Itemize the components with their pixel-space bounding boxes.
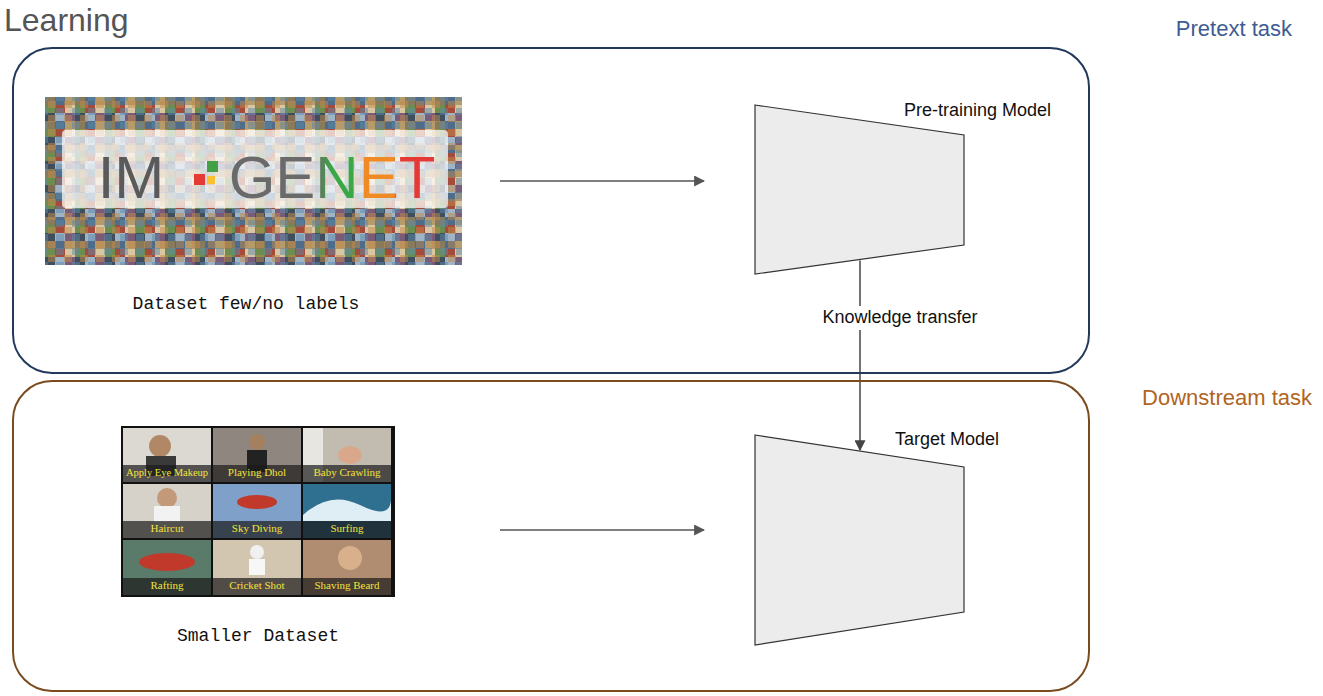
edge-label-slot: Knowledge transfer [818,306,981,330]
task-heading-slot: Downstream task [1142,385,1312,411]
slide-title-slot: Learning [4,1,129,39]
logo-text-slot: IM [98,142,165,214]
trapezoid-shape [755,435,964,645]
video-thumbnail [213,540,301,595]
task-region: Downstream taskTarget Model [12,380,1090,692]
model-name-slot: Pre-training Model [904,100,1051,122]
task-heading: Pretext task [1176,16,1292,42]
video-thumbnail [123,428,211,482]
flow-arrow [500,180,704,182]
class-label-slot: Cricket Shot [229,579,284,592]
dataset-caption-slot: Smaller Dataset [177,626,339,648]
logo-text: GENET [229,142,436,214]
trapezoid-outline [755,435,964,645]
model-name: Pre-training Model [904,100,1051,122]
slide-title: Learning [4,1,129,39]
mosaic-tiles [45,97,462,265]
video-thumbnail [123,484,211,538]
class-label: Cricket Shot [229,579,284,592]
mosaic-tiles [45,97,462,265]
edge-label: Knowledge transfer [818,306,981,330]
class-label: Apply Eye Makeup [126,467,208,480]
transfer-arrow [859,260,861,450]
logo-text: IM [98,142,165,214]
video-thumbnail [303,428,391,482]
video-thumbnail [213,428,301,482]
model-trapezoid: Target Model [755,435,964,645]
trapezoid-shape [755,105,964,274]
class-label: Haircut [151,522,184,535]
model-name-slot: Target Model [895,429,999,451]
logo-square [207,176,215,184]
video-thumbnail [123,540,211,595]
video-collage [121,426,395,597]
task-heading-slot: Pretext task [1176,16,1292,42]
collage-frame [121,426,395,597]
class-label: Surfing [331,522,364,535]
class-label-slot: Baby Crawling [314,466,381,479]
model-name: Target Model [895,429,999,451]
class-label: Baby Crawling [314,466,381,479]
imagenet-mosaic [45,97,462,265]
dataset-caption-slot: Dataset few/no labels [133,294,360,316]
class-label: Rafting [151,579,184,592]
class-label-slot: Haircut [151,522,184,535]
class-label-slot: Playing Dhol [228,466,286,479]
video-thumbnail [303,484,391,538]
model-trapezoid: Pre-training Model [755,105,964,274]
logo-square [194,174,205,185]
class-label-slot: Sky Diving [232,522,282,535]
class-label-slot: Surfing [331,522,364,535]
dataset-caption: Smaller Dataset [177,626,339,648]
logo-square [207,161,218,172]
class-label: Shaving Beard [314,579,379,592]
logo-text-slot: GENET [229,142,436,214]
class-label-slot: Shaving Beard [314,579,379,592]
trapezoid-outline [755,105,964,274]
video-thumbnail [303,540,391,595]
task-heading: Downstream task [1142,385,1312,411]
class-label-slot: Apply Eye Makeup [126,467,208,480]
flow-arrow [500,529,704,531]
class-label-slot: Rafting [151,579,184,592]
dataset-caption: Dataset few/no labels [133,294,360,316]
class-label: Playing Dhol [228,466,286,479]
video-thumbnail [213,484,301,538]
class-label: Sky Diving [232,522,282,535]
